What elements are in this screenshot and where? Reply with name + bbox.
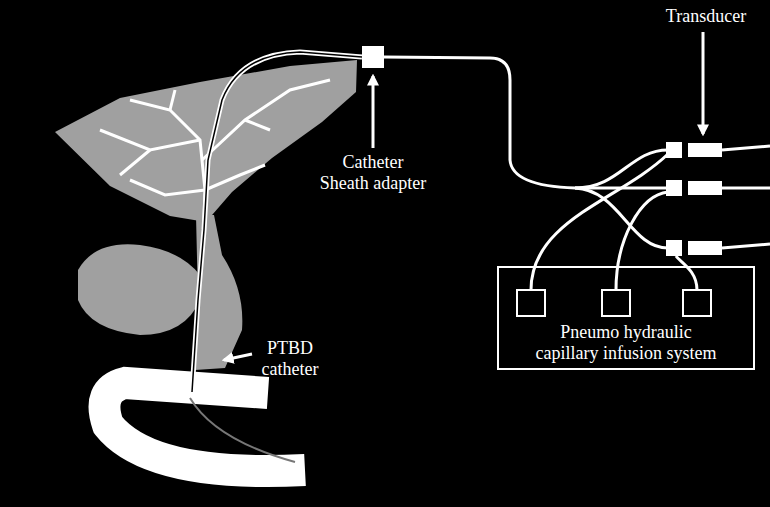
part-label: PTBD catheter <box>254 338 326 380</box>
catheter-tip <box>190 398 295 462</box>
part-label: Catheter Sheath adapter <box>318 152 428 194</box>
sheath-adapter <box>362 46 384 68</box>
pump-chambers <box>499 268 753 318</box>
duodenum <box>104 383 305 471</box>
node-label: Pneumo hydraulic capillary infusion syst… <box>531 322 721 364</box>
part-label: Transducer <box>650 6 762 27</box>
ptbd-catheter <box>192 52 362 392</box>
transducer-symbols <box>666 142 722 256</box>
pressure-tubing <box>384 57 770 290</box>
biliary-tree <box>100 80 330 250</box>
infusion-system-box: Pneumo hydraulic capillary infusion syst… <box>497 266 755 370</box>
catheter-lumen <box>192 52 362 392</box>
leader-arrows <box>224 32 703 360</box>
gallbladder <box>78 244 200 335</box>
